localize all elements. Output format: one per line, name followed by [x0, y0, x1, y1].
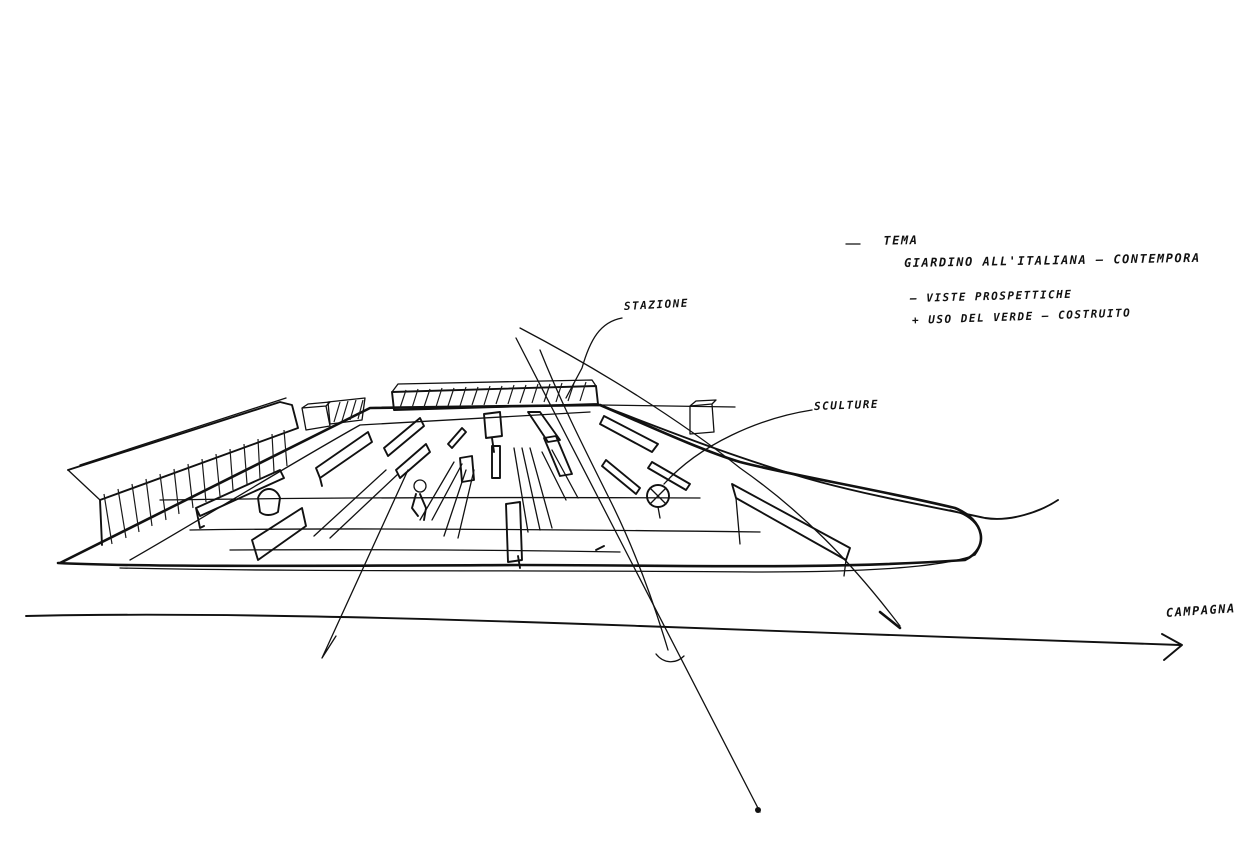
- cube-pavilion-right: [689, 399, 717, 435]
- stazione-leader: [565, 317, 623, 399]
- cube-pavilion-left: [301, 401, 331, 431]
- note-dash: [866, 234, 875, 248]
- round-sculpture: [646, 484, 670, 519]
- ground-line: [25, 613, 1181, 646]
- note-tema: TEMA: [866, 233, 919, 248]
- left-hatched-wall: [67, 397, 299, 546]
- note-costruito-text: COSTRUITO: [1057, 306, 1132, 322]
- cross-strip-2: [189, 528, 761, 533]
- person-figure: [411, 479, 427, 521]
- sight-line-small-arrow: [878, 610, 902, 630]
- sight-line-left: [321, 469, 409, 659]
- note-plus: +: [911, 313, 929, 327]
- platform-outline-second-stroke: [119, 509, 982, 573]
- campagna-arrow-head: [1161, 633, 1183, 661]
- sight-line-curve: [519, 327, 901, 627]
- note-contemporaneo-text: CONTEMPORA: [1113, 250, 1201, 267]
- linear-beds: [313, 447, 579, 539]
- note-separator: –: [1041, 308, 1059, 323]
- sight-line-tick: [655, 653, 685, 663]
- note-separator: –: [1095, 252, 1114, 267]
- sight-line-arc: [539, 349, 669, 651]
- sculpture-blocks: [195, 411, 851, 577]
- cross-strip-1: [159, 496, 701, 501]
- sight-line-main: [515, 337, 761, 813]
- note-dash: –: [909, 291, 927, 305]
- sight-line-end-dot: [755, 807, 761, 813]
- label-sculture: SCULTURE: [813, 397, 880, 413]
- back-left-hatched-wall: [327, 397, 366, 425]
- note-tema-text: TEMA: [883, 233, 919, 248]
- platform-edge-sweep: [599, 404, 1059, 520]
- sculture-leader: [663, 409, 813, 485]
- station-building: [391, 379, 599, 411]
- cross-strip-3: [229, 549, 621, 553]
- arch-sculpture-left: [257, 488, 281, 516]
- platform-edge-sweep-2: [129, 411, 591, 561]
- platform-back-rail: [599, 404, 736, 408]
